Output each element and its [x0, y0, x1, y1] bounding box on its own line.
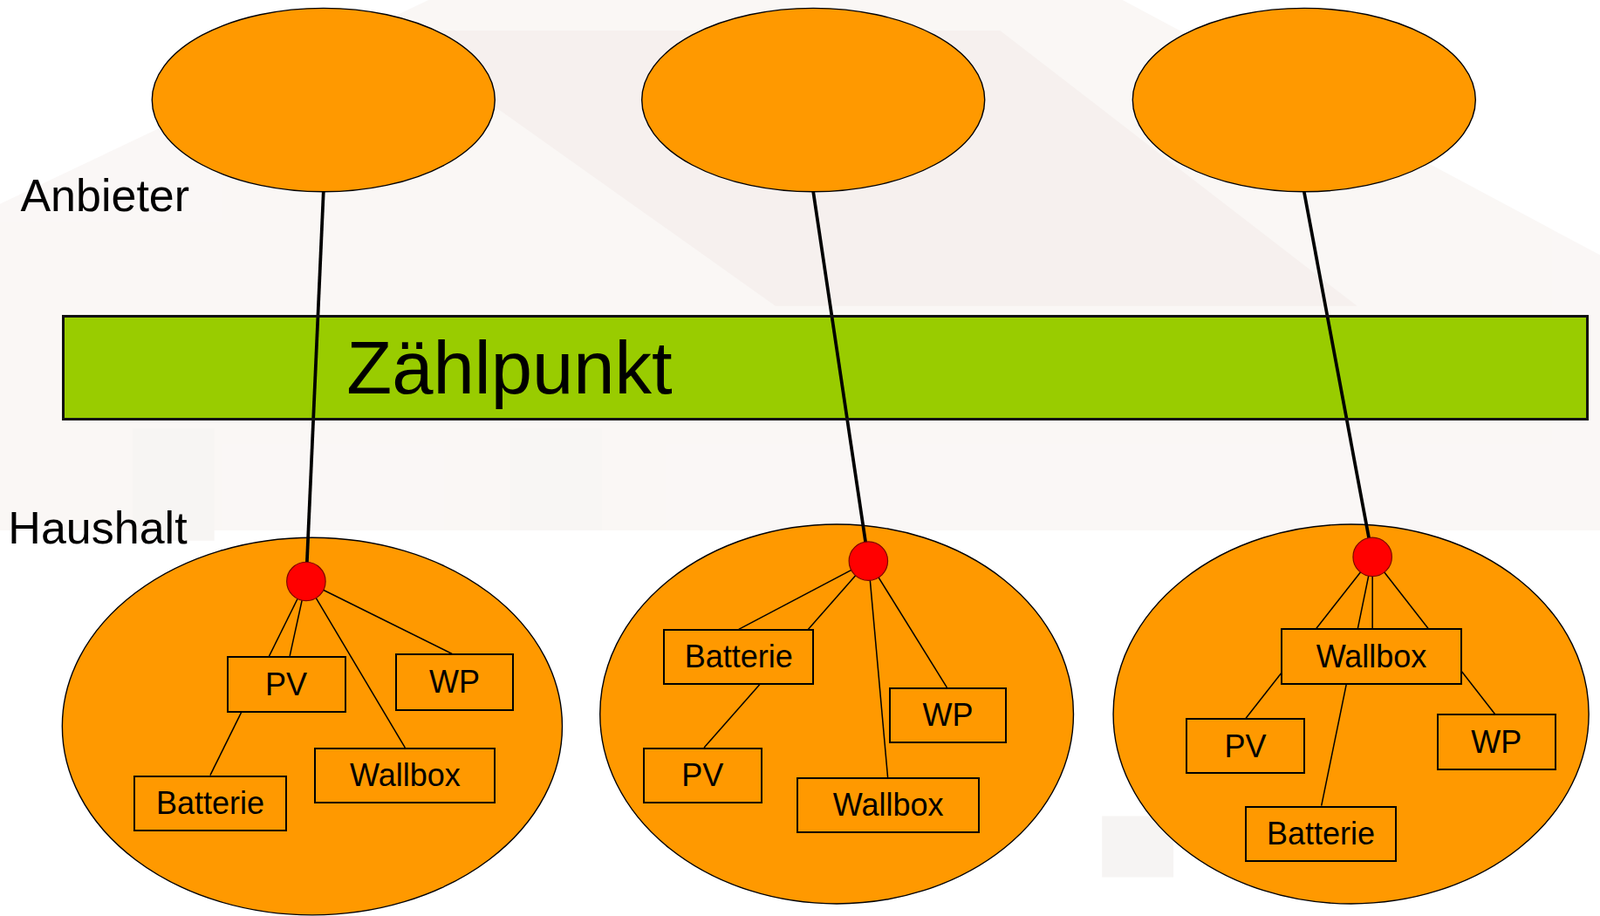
device-box: Batterie [663, 629, 814, 684]
device-box: WP [888, 687, 1008, 744]
device-label: Wallbox [349, 758, 461, 794]
provider-ellipses [151, 7, 1476, 192]
device-label: Wallbox [833, 787, 944, 823]
device-box: Wallbox [314, 747, 496, 804]
device-box: PV [226, 656, 347, 713]
device-label: Batterie [1266, 816, 1375, 852]
device-box: Wallbox [1280, 628, 1463, 684]
device-label: Batterie [684, 639, 794, 675]
device-box: Batterie [133, 775, 287, 832]
device-label: PV [1224, 729, 1267, 765]
band-label: Zählpunkt [346, 327, 672, 410]
meter-band-fill [61, 314, 1589, 420]
row-label: Anbieter [20, 170, 190, 223]
device-box: WP [1436, 713, 1557, 770]
device-box: WP [395, 653, 515, 711]
meter-dots [287, 537, 1393, 601]
device-lines [210, 556, 1496, 806]
household-ellipses [61, 524, 1589, 916]
device-box: PV [1185, 717, 1306, 774]
device-label: Wallbox [1316, 639, 1428, 675]
device-label: PV [681, 758, 724, 794]
device-label: Batterie [156, 786, 265, 821]
device-box: PV [642, 747, 763, 804]
device-box: Batterie [1244, 806, 1397, 862]
device-label: WP [923, 697, 974, 733]
device-box: Wallbox [796, 777, 979, 834]
device-label: WP [1470, 724, 1522, 760]
device-label: PV [265, 667, 308, 703]
supply-lines [306, 191, 1373, 582]
device-label: WP [429, 664, 480, 700]
meter-band: Zählpunkt [61, 314, 1589, 420]
row-label: Haushalt [7, 502, 187, 555]
